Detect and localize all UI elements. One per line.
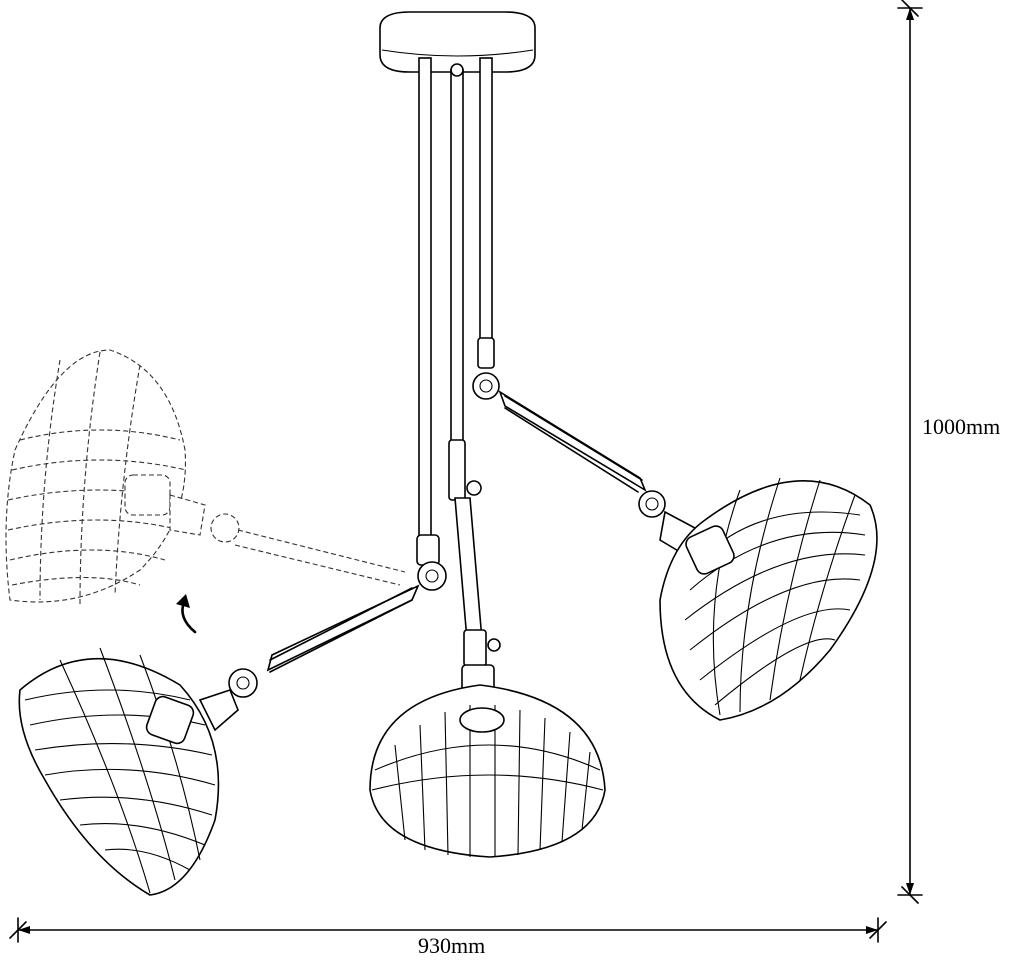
suspension-rods xyxy=(418,57,493,539)
left-lamp-arm xyxy=(198,534,447,732)
height-dimension-label: 1000mm xyxy=(922,414,1001,439)
left-lamp-ghost-position xyxy=(5,349,406,606)
left-lamp-shade xyxy=(18,647,220,896)
rotation-arrow-icon xyxy=(176,594,197,634)
right-lamp-shade xyxy=(659,477,878,721)
center-lamp-arm xyxy=(448,439,501,694)
width-dimension-line xyxy=(9,917,887,943)
width-dimension-label: 930mm xyxy=(418,933,486,958)
right-lamp-arm xyxy=(472,337,696,557)
ceiling-canopy xyxy=(379,11,536,73)
height-dimension-line xyxy=(897,0,923,904)
center-lamp-shade xyxy=(369,684,606,858)
